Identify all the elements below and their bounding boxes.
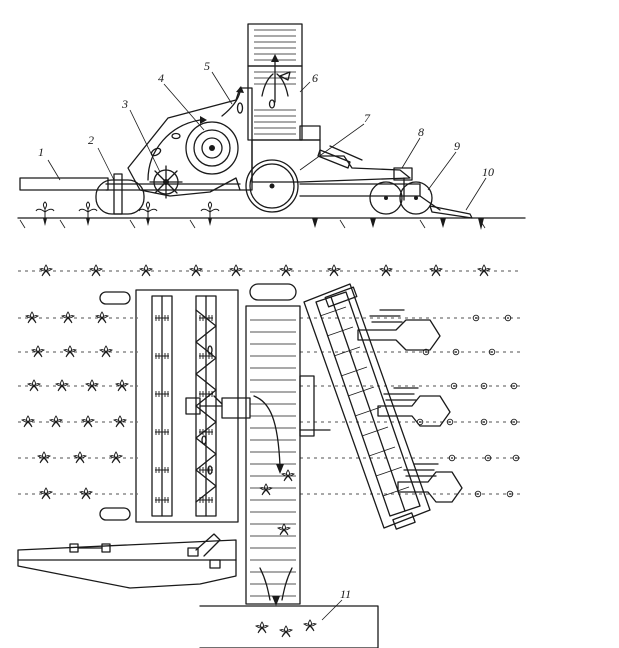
lifting-rotor xyxy=(149,165,183,199)
callout-10: 10 xyxy=(482,165,494,179)
ground-hatch xyxy=(19,219,486,229)
plan-drawbar xyxy=(17,533,237,589)
flower-icon xyxy=(139,264,153,277)
plan-wheel xyxy=(99,507,131,521)
flower-icon xyxy=(189,264,203,277)
callout-7: 7 xyxy=(364,111,371,125)
callout-3: 3 xyxy=(121,97,128,111)
plan-wheel xyxy=(99,291,131,305)
topping-knife xyxy=(419,195,473,219)
callout-4: 4 xyxy=(158,71,164,85)
main-wheel xyxy=(245,159,299,213)
flower-icon xyxy=(477,264,491,277)
plant-icon xyxy=(35,201,55,227)
callout-2: 2 xyxy=(88,133,94,147)
plant-icon xyxy=(200,201,220,227)
main-chassis xyxy=(245,125,421,213)
transport-conveyor xyxy=(245,305,301,606)
callout-11: 11 xyxy=(340,587,351,601)
callout-leader-11 xyxy=(321,599,343,621)
bunker-elevator xyxy=(247,23,303,141)
flower-icon xyxy=(327,264,341,277)
flower-icon xyxy=(229,264,243,277)
callout-leaders xyxy=(47,71,487,211)
drawbar xyxy=(19,177,109,191)
flower-icon xyxy=(379,264,393,277)
plan-wheel xyxy=(249,283,297,301)
rear-wheels xyxy=(369,167,433,215)
callout-6: 6 xyxy=(312,71,318,85)
inclined-elevator xyxy=(299,283,431,530)
callout-9: 9 xyxy=(454,139,460,153)
flower-icon xyxy=(89,264,103,277)
flower-icon xyxy=(429,264,443,277)
callout-8: 8 xyxy=(418,125,424,139)
callout-5: 5 xyxy=(204,59,210,73)
flower-icon xyxy=(279,264,293,277)
callout-1: 1 xyxy=(38,145,44,159)
digger-frame xyxy=(135,289,251,523)
plant-icon xyxy=(78,201,98,227)
left-field-plants xyxy=(21,311,129,500)
root-icons xyxy=(312,218,484,230)
flower-icon xyxy=(39,264,53,277)
front-wheel xyxy=(95,173,145,215)
side-view: 1 2 3 4 5 6 7 8 9 10 xyxy=(17,23,526,230)
flow-arrows xyxy=(147,86,244,181)
plan-view: 11 xyxy=(17,264,520,648)
topper-units xyxy=(357,309,463,503)
trailer-bin xyxy=(199,605,379,648)
cleaning-drum xyxy=(185,121,239,175)
